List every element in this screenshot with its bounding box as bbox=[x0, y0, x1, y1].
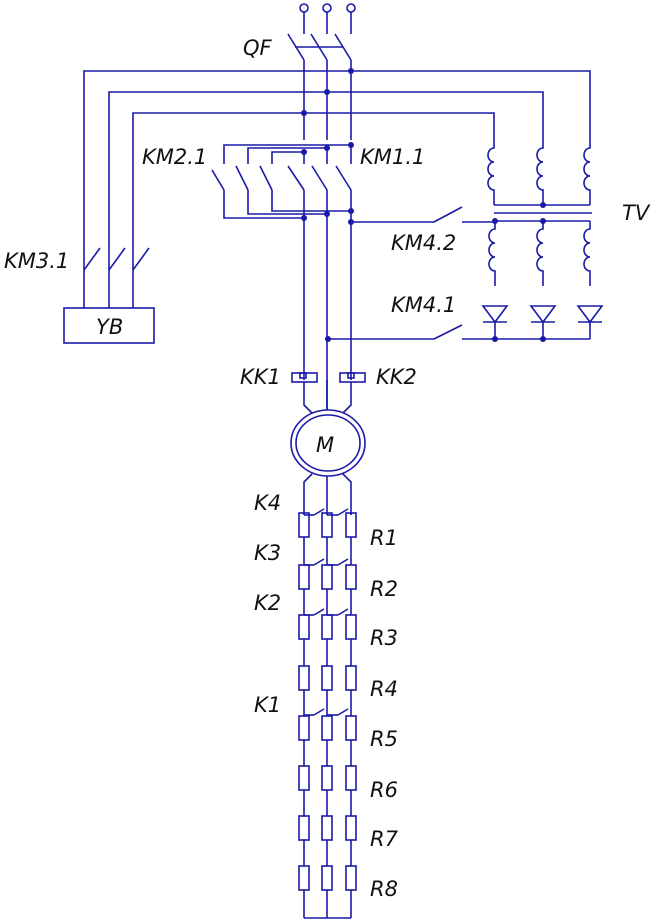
rotor-resistor-stack bbox=[298, 508, 357, 919]
label-qf: QF bbox=[243, 36, 273, 60]
resistor bbox=[345, 614, 357, 640]
resistor bbox=[321, 715, 333, 741]
contact-blade bbox=[313, 608, 325, 616]
label-k3: K3 bbox=[254, 541, 281, 565]
label-k2: K2 bbox=[254, 591, 281, 615]
contact-blade bbox=[337, 558, 349, 566]
label-km1-1: KM1.1 bbox=[360, 145, 425, 169]
resistor bbox=[298, 815, 310, 841]
label-r5: R5 bbox=[370, 727, 398, 751]
bus-lines bbox=[83, 68, 591, 250]
contact-blade bbox=[337, 608, 349, 616]
resistor bbox=[321, 614, 333, 640]
rotor-circuit bbox=[303, 473, 352, 515]
contactor-km3-1 bbox=[83, 247, 150, 308]
brake-yb bbox=[63, 307, 155, 344]
label-km2-1: KM2.1 bbox=[142, 145, 207, 169]
label-kk2: KK2 bbox=[376, 365, 417, 389]
label-r7: R7 bbox=[370, 827, 399, 851]
resistor bbox=[345, 815, 357, 841]
label-r6: R6 bbox=[370, 778, 398, 802]
label-km4-1: KM4.1 bbox=[391, 293, 456, 317]
transformer-tv bbox=[487, 140, 592, 286]
label-km3-1: KM3.1 bbox=[4, 249, 69, 273]
resistor bbox=[321, 765, 333, 791]
label-r1: R1 bbox=[370, 526, 398, 550]
resistor bbox=[321, 815, 333, 841]
label-km4-2: KM4.2 bbox=[391, 231, 456, 255]
contact-blade bbox=[313, 508, 325, 516]
contact-blade bbox=[313, 708, 325, 716]
contact-blade bbox=[313, 558, 325, 566]
motor-m bbox=[290, 409, 366, 477]
label-k1: K1 bbox=[254, 693, 281, 717]
resistor bbox=[298, 665, 310, 691]
thermal-relays bbox=[291, 372, 366, 414]
contact-blade bbox=[337, 508, 349, 516]
label-motor: M bbox=[316, 433, 334, 457]
resistor bbox=[345, 512, 357, 538]
label-r2: R2 bbox=[370, 577, 398, 601]
contacts-km4 bbox=[325, 206, 495, 342]
resistor bbox=[298, 865, 310, 891]
resistor bbox=[321, 512, 333, 538]
breaker-qf bbox=[287, 33, 352, 140]
contactors-km1-km2 bbox=[211, 142, 354, 410]
label-kk1: KK1 bbox=[240, 365, 281, 389]
resistor bbox=[345, 765, 357, 791]
label-r4: R4 bbox=[370, 677, 398, 701]
label-r3: R3 bbox=[370, 626, 398, 650]
label-tv: TV bbox=[622, 201, 651, 225]
contact-blade bbox=[337, 708, 349, 716]
resistor bbox=[298, 564, 310, 590]
resistor bbox=[321, 665, 333, 691]
resistor bbox=[345, 665, 357, 691]
rectifier-diodes bbox=[462, 305, 604, 342]
label-r8: R8 bbox=[370, 877, 398, 901]
resistor bbox=[298, 614, 310, 640]
resistor bbox=[345, 865, 357, 891]
label-k4: K4 bbox=[254, 491, 281, 515]
supply-terminals bbox=[299, 3, 356, 34]
resistor bbox=[321, 865, 333, 891]
resistor bbox=[345, 715, 357, 741]
resistor bbox=[321, 564, 333, 590]
label-yb: YB bbox=[96, 315, 123, 339]
resistor bbox=[298, 765, 310, 791]
resistor bbox=[298, 715, 310, 741]
resistor bbox=[298, 512, 310, 538]
resistor bbox=[345, 564, 357, 590]
